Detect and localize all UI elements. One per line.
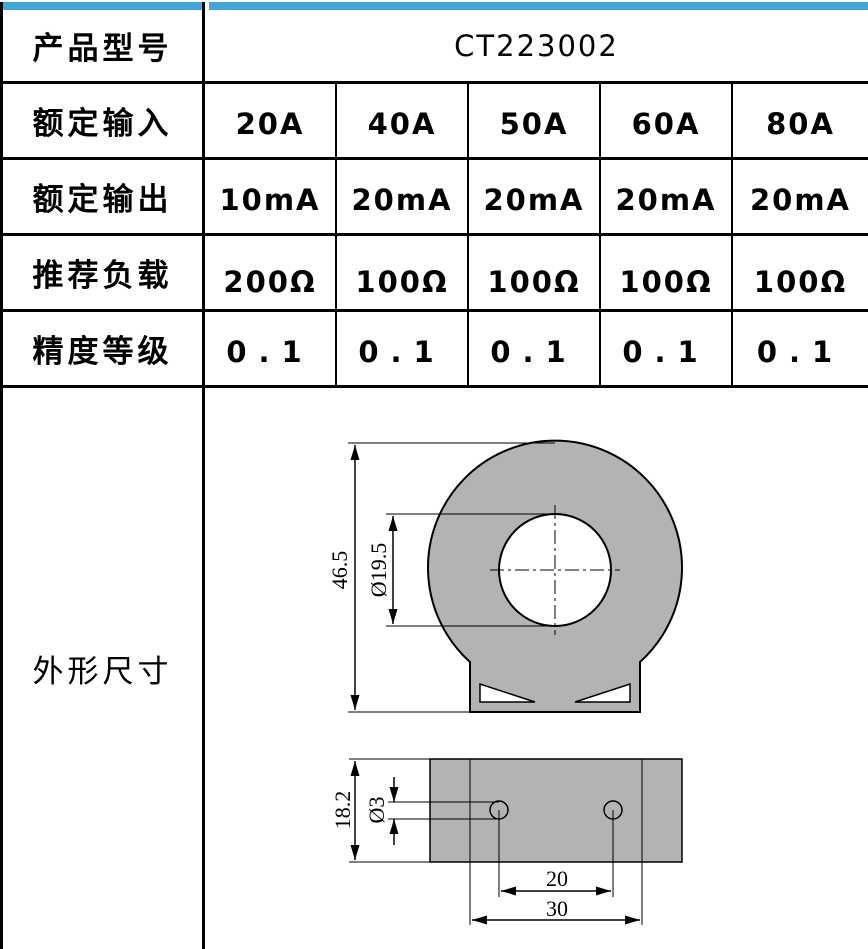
col-divider [335, 82, 337, 386]
rated-input-value: 40A [367, 106, 437, 141]
recommended-load-label: 推荐负载 [32, 258, 173, 294]
rated-input-value: 80A [766, 106, 835, 141]
hole-diameter-label: Ø3 [364, 797, 389, 824]
hole-spacing-label: 20 [546, 866, 568, 891]
accuracy-class-value: 0.1 [490, 334, 578, 369]
rated-output-value: 20mA [483, 182, 585, 217]
rated-input-value: 60A [631, 106, 701, 141]
recommended-load-value: 100Ω [487, 264, 581, 299]
col-divider [731, 82, 733, 386]
rated-output-value: 10mA [219, 182, 321, 217]
table-row-divider [0, 233, 868, 236]
rated-input-value: 20A [235, 106, 305, 141]
height-label: 18.2 [330, 791, 355, 830]
rated-output-value: 20mA [615, 182, 717, 217]
table-row-divider [0, 157, 868, 160]
rated-input-value: 50A [499, 106, 569, 141]
model-value: CT223002 [454, 28, 619, 63]
header-accent-bar-left [2, 2, 202, 10]
recommended-load-value: 200Ω [223, 264, 317, 299]
accuracy-class-value: 0.1 [358, 334, 446, 369]
base-width-label: 30 [546, 896, 568, 921]
rated-output-value: 20mA [351, 182, 453, 217]
table-row-divider [0, 385, 868, 388]
table-border-left [0, 2, 3, 949]
inner-diameter-label: Ø19.5 [366, 543, 391, 597]
accuracy-class-value: 0.1 [756, 334, 845, 369]
col-divider [599, 82, 601, 386]
side-view: 18.2 Ø3 20 30 [330, 758, 683, 925]
accuracy-class-value: 0.1 [226, 334, 314, 369]
recommended-load-value: 100Ω [619, 264, 713, 299]
header-accent-bar-right [209, 2, 868, 10]
rated-output-label: 额定输出 [32, 182, 173, 218]
model-label: 产品型号 [32, 31, 173, 67]
rated-output-value: 20mA [749, 182, 852, 217]
recommended-load-value: 100Ω [753, 264, 848, 299]
accuracy-class-value: 0.1 [622, 334, 710, 369]
col-divider [467, 82, 469, 386]
table-row-divider [0, 309, 868, 312]
table-row-divider [0, 81, 868, 84]
outer-diameter-label: 46.5 [327, 551, 352, 590]
top-view: 46.5 Ø19.5 [327, 439, 683, 713]
rated-input-label: 额定输入 [32, 106, 173, 142]
accuracy-class-label: 精度等级 [32, 334, 173, 370]
dimensions-label: 外形尺寸 [32, 654, 173, 690]
recommended-load-value: 100Ω [355, 264, 449, 299]
table-divider-vertical [202, 2, 205, 949]
